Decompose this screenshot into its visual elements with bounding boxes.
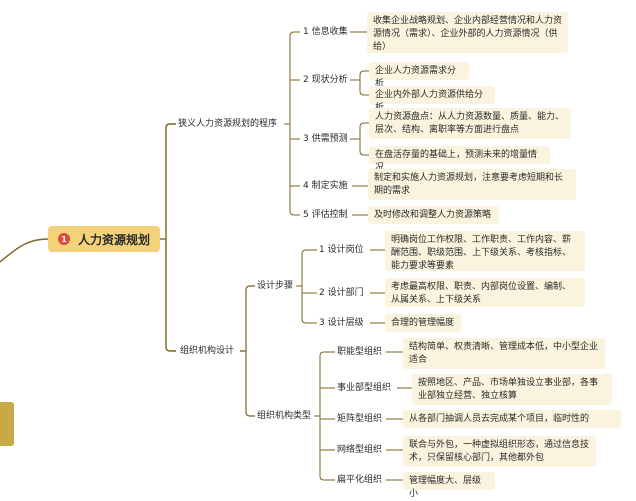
connector-line	[359, 90, 369, 96]
detail-design-position: 明确岗位工作权限、工作职责、工作内容、薪酬范围、职级范围、上下级关系、考核指标、…	[385, 231, 585, 271]
connector-line	[319, 475, 335, 481]
detail-type-matrix: 从各部门抽调人员去完成某个项目，临时性的	[403, 410, 621, 428]
connector-line	[359, 70, 369, 76]
detail-design-level: 合理的管理幅度	[385, 314, 461, 332]
detail-evaluate: 及时修改和调整人力资源策略	[368, 206, 499, 224]
root-label: 人力资源规划	[77, 232, 150, 247]
type-flat[interactable]: 扁平化组织	[337, 475, 383, 485]
l1-org-design[interactable]: 组织机构设计	[180, 346, 235, 356]
detail-demand-analysis: 企业人力资源需求分析	[369, 62, 469, 89]
step-status-analysis[interactable]: 2 现状分析	[303, 75, 348, 85]
type-divisional[interactable]: 事业部型组织	[337, 383, 392, 393]
connector-line	[289, 31, 300, 37]
connector-line	[289, 210, 300, 216]
connector-line	[165, 123, 176, 129]
connector-line	[359, 122, 369, 128]
detail-implement: 制定和实施人力资源规划，注意要考虑短期和长期的需求	[368, 169, 576, 200]
connector-line	[301, 318, 317, 324]
detail-type-functional: 结构简单、权责清晰、管理成本低，中小型企业适合	[403, 338, 605, 369]
connector-line	[0, 238, 49, 263]
step-info-collect[interactable]: 1 信息收集	[303, 27, 348, 37]
type-functional[interactable]: 职能型组织	[337, 347, 383, 357]
detail-hr-inventory: 人力资源盘点：从人力资源数量、质量、能力、层次、结构、离职率等方面进行盘点	[369, 108, 571, 139]
detail-design-department: 考虑最高权限、职责、内部岗位设置、编制、从属关系、上下级关系	[385, 278, 585, 307]
connector-line	[245, 285, 255, 291]
priority-badge-icon: 1	[57, 233, 70, 245]
connector-line	[301, 249, 317, 255]
detail-info-collect: 收集企业战略规划、企业内部经营情况和人力资源情况（需求）、企业外部的人力资源情况…	[367, 12, 568, 53]
collapsed-panel-tab[interactable]	[0, 402, 14, 446]
org-types[interactable]: 组织机构类型	[257, 411, 312, 421]
detail-forecast-increment: 在盘活存量的基础上，预测未来的增量情况	[369, 146, 550, 173]
step-forecast[interactable]: 3 供需预测	[303, 134, 348, 144]
step-evaluate[interactable]: 5 评估控制	[303, 210, 348, 220]
connector-line	[319, 351, 335, 357]
step-implement[interactable]: 4 制定实施	[303, 181, 348, 191]
connector-line	[245, 411, 255, 417]
l1-planning-program[interactable]: 狭义人力资源规划的程序	[178, 119, 278, 129]
connector-line	[165, 346, 176, 352]
type-network[interactable]: 网络型组织	[337, 445, 383, 455]
type-matrix[interactable]: 矩阵型组织	[337, 414, 383, 424]
connector-line	[359, 150, 369, 156]
detail-supply-analysis: 企业内外部人力资源供给分析	[369, 86, 495, 113]
design-department[interactable]: 2 设计部门	[319, 288, 364, 298]
design-position[interactable]: 1 设计岗位	[319, 245, 364, 255]
root-node[interactable]: 1 人力资源规划	[48, 226, 160, 252]
design-steps[interactable]: 设计步骤	[257, 281, 294, 291]
detail-type-network: 联合与外包，一种虚拟组织形态，通过信息技术，只保留核心部门，其他都外包	[403, 436, 596, 467]
design-level[interactable]: 3 设计层级	[319, 318, 364, 328]
detail-type-divisional: 按照地区、产品、市场单独设立事业部，各事业部独立经营、独立核算	[412, 374, 612, 405]
detail-type-flat: 管理幅度大、层级小	[403, 472, 495, 499]
